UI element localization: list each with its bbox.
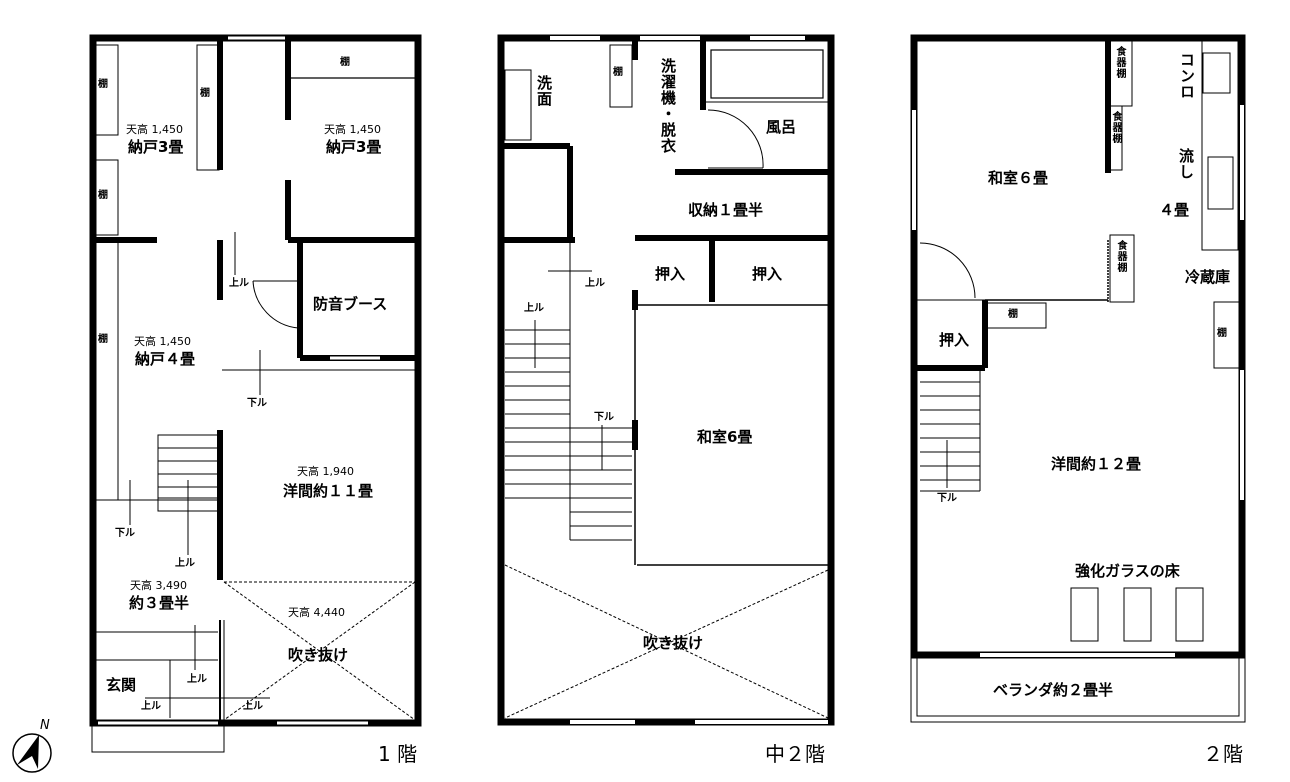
room-name-atrium: 吹き抜け — [288, 646, 349, 664]
ceiling-height: 天高 1,450 — [134, 335, 191, 348]
fridge-label: 冷蔵庫 — [1185, 268, 1231, 286]
cupboard-label: 食器棚 — [1115, 240, 1126, 273]
ceiling-height: 天高 1,450 — [324, 123, 381, 136]
room-name-storage: 収納１畳半 — [688, 201, 764, 219]
floor-1-walls — [89, 34, 422, 753]
stair-up-label: 上ル — [229, 278, 249, 289]
stove-label: コンロ — [1178, 52, 1196, 100]
room-name-storage-a: 納戸3畳 — [128, 138, 184, 156]
ceiling-height: 天高 1,450 — [126, 123, 183, 136]
shelf-label: 棚 — [98, 79, 108, 90]
shelf-label: 棚 — [1008, 309, 1018, 320]
stair-up-label: 上ル — [141, 701, 161, 712]
stair-down-label: 下ル — [247, 398, 267, 409]
room-name-closet-a: 押入 — [655, 265, 686, 283]
shelf-label: 棚 — [340, 57, 350, 68]
shelf-label: 棚 — [98, 334, 108, 345]
floor-title-1f: 1 階 — [378, 742, 418, 766]
shelf-label: 棚 — [1217, 328, 1227, 339]
floor-mezzanine-walls — [497, 34, 835, 726]
room-name-storage-c: 納戸４畳 — [135, 350, 196, 368]
stair-down-label: 下ル — [594, 412, 614, 423]
room-name-booth: 防音ブース — [313, 295, 388, 313]
ceiling-height: 天高 4,440 — [288, 606, 345, 619]
sink-label: 流し — [1177, 148, 1195, 180]
shelf-label: 棚 — [98, 190, 108, 201]
stair-up-label: 上ル — [175, 558, 195, 569]
floor-title-mezzanine: 中２階 — [765, 742, 825, 766]
room-name-entrance: 玄関 — [106, 676, 137, 694]
room-name-storage-b: 納戸3畳 — [326, 138, 382, 156]
room-name-western: 洋間約１２畳 — [1051, 455, 1142, 473]
room-name-western: 洋間約１１畳 — [283, 482, 374, 500]
room-name-closet: 押入 — [939, 331, 970, 349]
room-name-small: 約３畳半 — [129, 594, 190, 612]
stair-up-label: 上ル — [585, 278, 605, 289]
ceiling-height: 天高 3,490 — [130, 579, 187, 592]
north-label: N — [40, 718, 50, 733]
stair-up-label: 上ル — [524, 303, 544, 314]
room-name-bath: 風呂 — [766, 118, 797, 136]
glass-floor-label: 強化ガラスの床 — [1075, 562, 1180, 580]
cupboard-label: 食器棚 — [1110, 111, 1121, 144]
room-name-atrium: 吹き抜け — [643, 634, 704, 652]
room-name-washitsu: 和室６畳 — [988, 169, 1049, 187]
floor-2-walls — [910, 34, 1246, 723]
stair-down-label: 下ル — [937, 493, 957, 504]
north-compass — [12, 733, 52, 773]
stair-down-label: 下ル — [115, 528, 135, 539]
cupboard-label: 食器棚 — [1114, 46, 1125, 79]
room-name-closet-b: 押入 — [752, 265, 783, 283]
stair-up-label: 上ル — [187, 674, 207, 685]
room-name-laundry: 洗濯機・脱衣 — [659, 58, 677, 154]
shelf-label: 棚 — [613, 67, 623, 78]
floor-title-2f: ２階 — [1203, 742, 1243, 766]
room-name-washroom: 洗面 — [535, 75, 553, 107]
ceiling-height: 天高 1,940 — [297, 465, 354, 478]
room-name-washitsu: 和室6畳 — [697, 428, 753, 446]
shelf-label: 棚 — [200, 88, 210, 99]
room-name-veranda: ベランダ約２畳半 — [993, 681, 1114, 699]
stair-up-label: 上ル — [243, 701, 263, 712]
room-name-kitchen: ４畳 — [1159, 201, 1190, 219]
